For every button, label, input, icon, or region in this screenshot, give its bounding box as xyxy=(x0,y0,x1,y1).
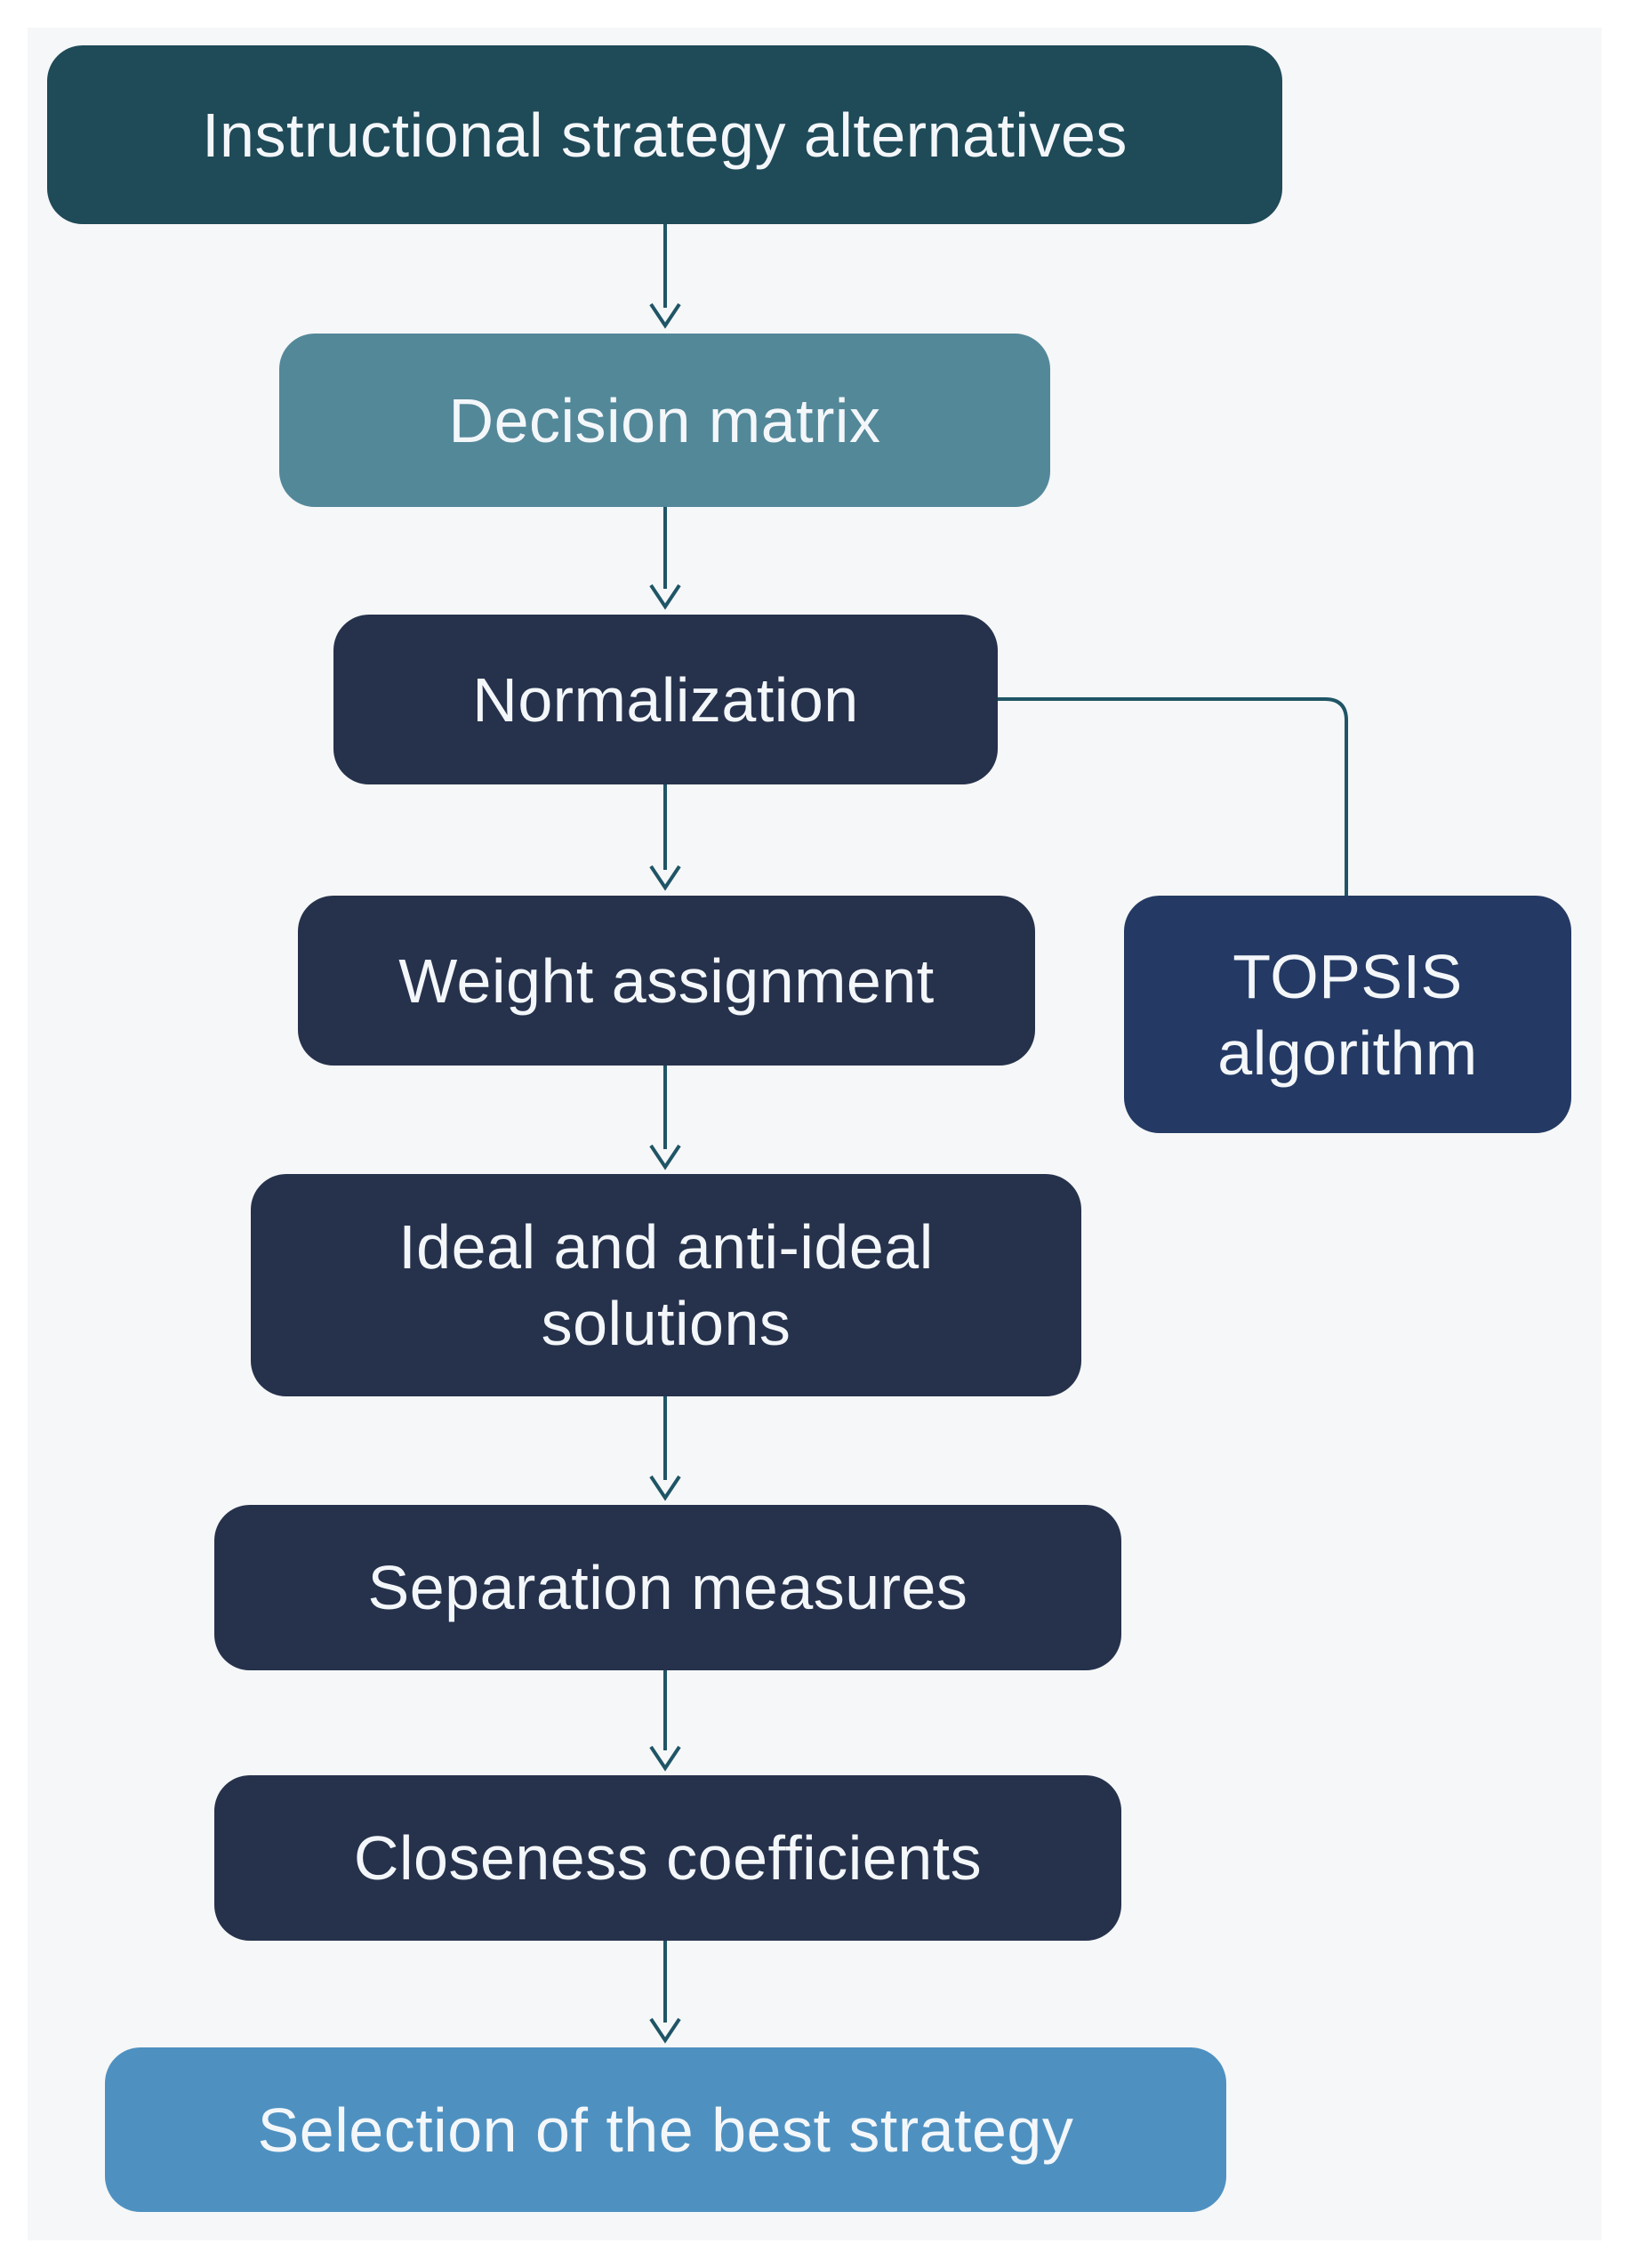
node-label: Decision matrix xyxy=(448,385,881,455)
node-normalization: Normalization xyxy=(333,615,998,784)
node-ideal-and-anti-ideal-solutions: Ideal and anti-ideal solutions xyxy=(251,1174,1081,1396)
node-weight-assignment: Weight assignment xyxy=(298,896,1035,1066)
node-decision-matrix: Decision matrix xyxy=(279,334,1050,507)
node-label: Closeness coefficients xyxy=(353,1823,983,1893)
node-label: Ideal and anti-ideal solutions xyxy=(398,1212,934,1358)
node-separation-measures: Separation measures xyxy=(214,1505,1121,1670)
node-label: TOPSIS algorithm xyxy=(1217,941,1478,1088)
node-label: Normalization xyxy=(472,664,859,735)
node-closeness-coefficients: Closeness coefficients xyxy=(214,1775,1121,1941)
node-label: Selection of the best strategy xyxy=(257,2095,1074,2165)
node-label: Instructional strategy alternatives xyxy=(202,100,1128,170)
node-topsis-algorithm: TOPSIS algorithm xyxy=(1124,896,1571,1133)
node-label: Weight assignment xyxy=(398,945,935,1016)
node-instructional-strategy-alternatives: Instructional strategy alternatives xyxy=(47,45,1282,224)
node-selection-of-the-best-strategy: Selection of the best strategy xyxy=(105,2047,1226,2212)
node-label: Separation measures xyxy=(367,1553,968,1622)
